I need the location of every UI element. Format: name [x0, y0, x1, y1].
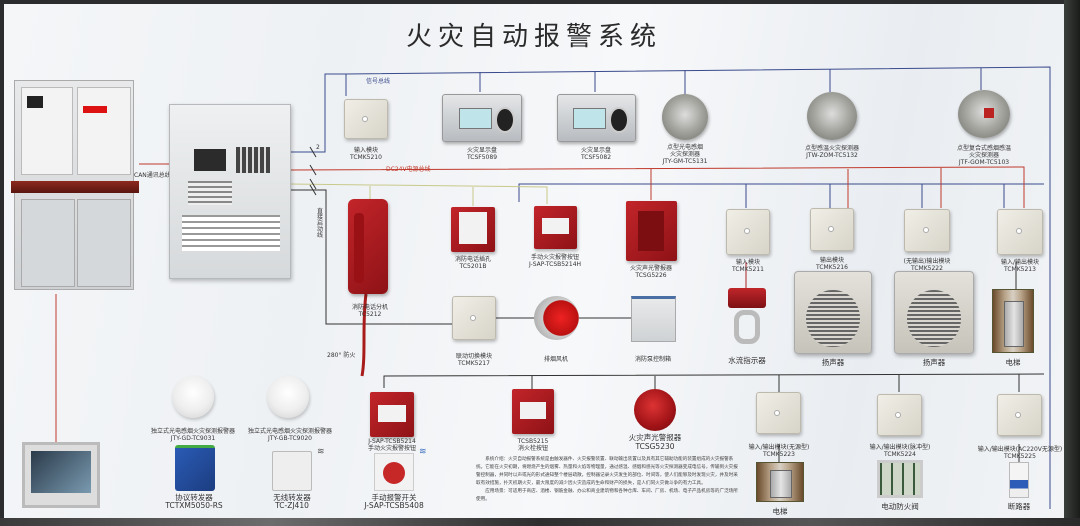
- manual-alarm-switch[interactable]: [374, 453, 414, 491]
- standalone-smoke-alarm-1[interactable]: [172, 376, 214, 418]
- output-module-2[interactable]: [904, 209, 950, 252]
- circuit-breaker: [1009, 462, 1029, 498]
- elevator-2: [756, 462, 804, 502]
- smoke-fan-label: 排烟风机: [543, 356, 569, 363]
- system-description: 系统介绍：火灾自动报警系统是由触发器件、火灾报警装置、联动输出装置以及具有其它辅…: [476, 457, 738, 502]
- wireless-signal-icon: ≋: [317, 447, 325, 457]
- wiring-diagram: [55, 66, 1051, 509]
- io-module-ac220[interactable]: [997, 394, 1042, 436]
- manual-alarm-button-2[interactable]: [370, 392, 414, 437]
- fire-damper: [877, 460, 923, 498]
- breaker-label: 断路器: [1007, 502, 1031, 511]
- speaker-1-label: 扬声器: [821, 358, 845, 367]
- direct-start-line: [290, 189, 454, 325]
- sounder-strobe[interactable]: [626, 201, 677, 261]
- io-module-passive[interactable]: [756, 392, 801, 434]
- elevator-1: [992, 289, 1034, 353]
- combo-detector[interactable]: [958, 90, 1010, 138]
- speaker-2-label: 扬声器: [922, 358, 946, 367]
- io-module-pulse-label: 输入/输出模块(脉冲型)TCMK5224: [869, 444, 931, 458]
- pump-box-label: 消防泵控制箱: [634, 356, 672, 363]
- elevator-2-label: 电梯: [772, 507, 788, 516]
- io-module[interactable]: [997, 209, 1043, 255]
- monitor-screen[interactable]: [22, 442, 100, 508]
- water-flow-label: 水流指示器: [728, 356, 766, 365]
- wire-count: 2: [316, 144, 320, 151]
- board-title: 火灾自动报警系统: [405, 22, 662, 52]
- io-module-ac220-label: 输入/输出模块(AC220V无源型)TCMK5225: [977, 446, 1063, 460]
- fire-damper-label: 电动防火阀: [881, 502, 919, 511]
- input-module[interactable]: [726, 209, 770, 255]
- smoke-detector[interactable]: [662, 94, 708, 140]
- io-module-passive-label: 输入/输出模块(无源型)TCMK5223: [748, 444, 810, 458]
- power-bus-label: DC24V电源总线: [386, 166, 431, 173]
- output-module[interactable]: [810, 208, 854, 251]
- phone-socket[interactable]: [451, 207, 495, 252]
- manual-alarm-button[interactable]: [534, 206, 577, 249]
- board-frame-right: [1064, 0, 1080, 526]
- fire-alarm-controller[interactable]: [169, 104, 291, 279]
- io-module-pulse[interactable]: [877, 394, 922, 436]
- signal-bus-label: 信号总线: [366, 78, 391, 85]
- input-module-top[interactable]: [344, 99, 388, 139]
- fire-display-panel-2[interactable]: [557, 94, 636, 142]
- wireless-signal-icon: ≋: [419, 447, 427, 457]
- wireless-repeater[interactable]: [272, 451, 312, 491]
- display-board: 火灾自动报警系统: [4, 4, 1064, 518]
- standalone-smoke-alarm-2[interactable]: [267, 376, 309, 418]
- linkage-module[interactable]: [452, 296, 496, 340]
- speaker-2[interactable]: [894, 271, 974, 354]
- hydrant-button[interactable]: [512, 389, 554, 434]
- heat-detector[interactable]: [807, 92, 857, 140]
- power-bus-line: [289, 166, 1025, 208]
- fire-telephone[interactable]: [348, 199, 388, 294]
- speaker-1[interactable]: [794, 271, 872, 354]
- fire-sounder[interactable]: [634, 389, 676, 431]
- protocol-converter[interactable]: [175, 445, 215, 491]
- elevator-1-label: 电梯: [1005, 358, 1021, 367]
- smoke-exhaust-fan[interactable]: [534, 296, 579, 340]
- board-frame-bottom: [0, 518, 1080, 526]
- fire-control-console[interactable]: [11, 80, 139, 290]
- signal-bus-line: [290, 66, 1051, 509]
- fire-pump-control-box[interactable]: [631, 296, 676, 342]
- fire-display-panel-1[interactable]: [442, 94, 522, 142]
- water-flow-indicator[interactable]: [726, 288, 768, 350]
- fire-hose-label: 280° 防火: [327, 352, 356, 359]
- direct-line-label: 直接启动线: [317, 208, 324, 239]
- can-bus-label: CAN通讯总线: [134, 172, 171, 179]
- phone-line: [289, 183, 548, 204]
